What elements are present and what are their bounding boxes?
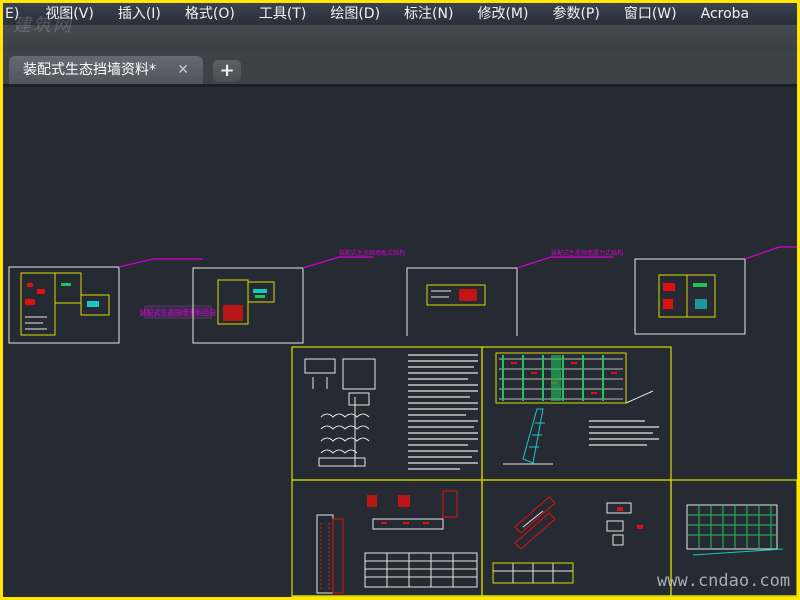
detail-sheet-d[interactable] [492, 496, 643, 584]
menu-acrobat[interactable]: Acroba [700, 6, 750, 22]
menu-window[interactable]: 窗口(W) [623, 6, 677, 22]
label-contents: 装配式生态挡墙资料目录 [140, 308, 217, 317]
leader-line [302, 256, 373, 269]
detail-sheet-e[interactable] [686, 504, 784, 556]
detail-sheet-a[interactable] [304, 354, 478, 470]
file-tab-bar: 装配式生态挡墙资料* ✕ + [3, 51, 797, 88]
leader-label: 装配式生态挡墙板式结构 [339, 249, 405, 257]
menu-view[interactable]: 视图(V) [45, 6, 94, 22]
leader-label: 装配式生态挡墙重力式结构 [551, 249, 623, 257]
drawing-sheet-2[interactable] [192, 267, 304, 344]
logo-watermark: 建筑网 [13, 15, 73, 36]
drawing-sheet-1[interactable] [8, 266, 120, 344]
site-watermark: www.cndao.com [657, 571, 791, 591]
menu-draw[interactable]: 绘图(D) [330, 6, 381, 22]
sheet-grid [291, 346, 797, 597]
app-window: E) 视图(V) 插入(I) 格式(O) 工具(T) 绘图(D) 标注(N) 修… [3, 3, 797, 597]
menu-bar: E) 视图(V) 插入(I) 格式(O) 工具(T) 绘图(D) 标注(N) 修… [3, 3, 797, 25]
leader-line [118, 258, 203, 268]
menu-tools[interactable]: 工具(T) [258, 6, 307, 22]
menu-edit[interactable]: E) [5, 6, 20, 22]
menu-dimension[interactable]: 标注(N) [404, 6, 454, 22]
tab-document[interactable]: 装配式生态挡墙资料* ✕ [9, 56, 203, 84]
drawing-canvas[interactable]: 装配式生态挡墙资料目录 装配式生态挡墙板式结构 装配式生态挡墙重力式结构 [3, 87, 797, 597]
tab-title: 装配式生态挡墙资料* [23, 62, 156, 78]
menu-insert[interactable]: 插入(I) [117, 6, 161, 22]
new-tab-button[interactable]: + [213, 60, 241, 82]
drawing-sheet-4[interactable] [634, 258, 746, 335]
close-icon[interactable]: ✕ [177, 62, 189, 78]
menu-parametric[interactable]: 参数(P) [552, 6, 600, 22]
leader-line [516, 256, 613, 269]
menu-format[interactable]: 格式(O) [184, 6, 235, 22]
label-box [144, 305, 212, 319]
detail-sheet-b[interactable] [495, 352, 659, 465]
leader-line [744, 246, 797, 260]
menu-modify[interactable]: 修改(M) [477, 6, 529, 22]
detail-sheet-c[interactable] [316, 490, 478, 594]
drawing-sheet-3[interactable] [406, 267, 518, 336]
title-strip: 建筑网 [3, 15, 797, 51]
